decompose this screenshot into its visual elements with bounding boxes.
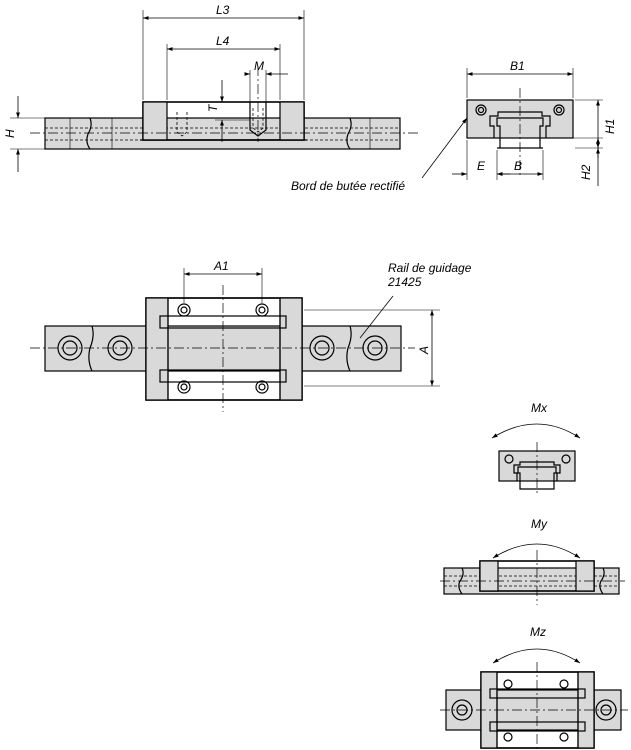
dim-T: T (206, 103, 220, 112)
side-view: L3 L4 M T H (3, 3, 420, 172)
dim-H1: H1 (603, 119, 617, 134)
moment-mz-view: Mz (440, 625, 628, 750)
moment-mx: Mx (531, 401, 548, 415)
dim-A1: A1 (213, 259, 229, 273)
end-view: B1 H1 H2 E B Bord de butée rectifié (291, 59, 617, 193)
dim-A: A (417, 346, 431, 355)
edge-note: Bord de butée rectifié (291, 179, 405, 193)
dim-B: B (514, 159, 522, 173)
moment-my: My (531, 517, 548, 531)
dim-H: H (3, 129, 17, 138)
moment-mz: Mz (530, 625, 546, 639)
dim-H2: H2 (579, 164, 593, 180)
carriage-holes (177, 303, 269, 394)
dim-M: M (254, 59, 264, 73)
dim-L4: L4 (216, 34, 230, 48)
rail-note-line1: Rail de guidage (388, 261, 472, 275)
moment-mx-view: Mx (491, 401, 581, 495)
moment-my-view: My (440, 517, 625, 605)
dim-B1: B1 (510, 59, 525, 73)
rail-note-line2: 21425 (387, 275, 422, 289)
top-view: A1 A Rail de guidage 21425 (30, 259, 472, 412)
rail-side (44, 117, 401, 150)
dim-L3: L3 (216, 3, 230, 17)
dim-E: E (477, 159, 486, 173)
